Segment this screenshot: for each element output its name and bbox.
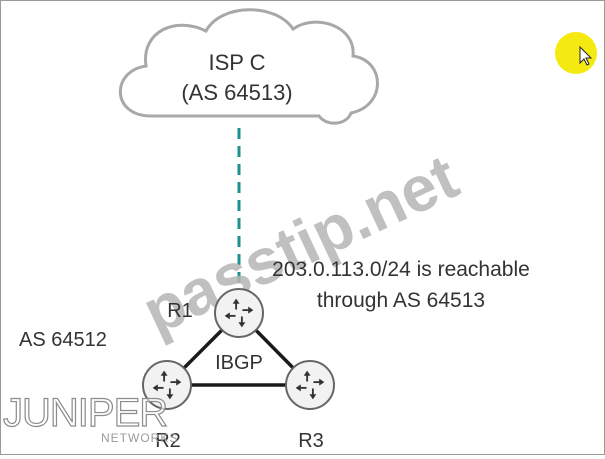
route-annotation-line1: 203.0.113.0/24 is reachable [272, 258, 530, 281]
local-as-label: AS 64512 [19, 329, 107, 351]
router-r3[interactable] [285, 360, 335, 410]
router-label-r1: R1 [167, 300, 193, 322]
router-label-r3: R3 [298, 430, 324, 452]
isp-cloud: ISP C (AS 64513) [118, 8, 379, 125]
ibgp-label: IBGP [215, 352, 263, 374]
cloud-label-name: ISP C [208, 50, 265, 75]
mouse-cursor-icon [555, 32, 597, 74]
router-label-r2: R2 [155, 430, 181, 452]
logo-brand: JUNIPER [3, 391, 167, 435]
route-annotation-line2: through AS 64513 [317, 289, 485, 312]
router-r2[interactable] [142, 360, 192, 410]
cloud-shape [118, 8, 379, 125]
router-r1[interactable] [214, 288, 264, 338]
juniper-logo: JUNIPER NETWORKS [2, 390, 178, 445]
logo-sub: NETWORKS [101, 431, 178, 445]
cloud-label-as: (AS 64513) [181, 80, 292, 105]
